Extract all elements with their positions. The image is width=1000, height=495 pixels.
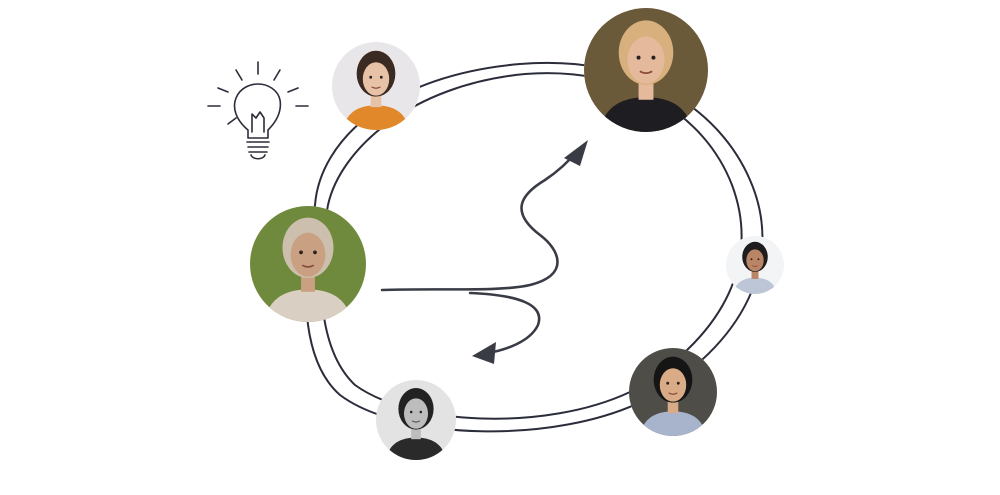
portrait-shirt	[733, 277, 777, 294]
portrait-shirt	[640, 411, 706, 436]
portrait-face	[362, 62, 390, 96]
portrait-face	[627, 36, 665, 84]
portrait-mouth	[371, 86, 381, 89]
portrait-shirt	[264, 289, 352, 322]
portrait-eye-left	[299, 250, 303, 255]
portrait-neck	[667, 399, 679, 414]
portrait-face	[290, 232, 326, 277]
avatar-library-man	[629, 348, 717, 436]
arrow-head-up	[564, 140, 588, 166]
portrait-mouth	[639, 70, 653, 74]
portrait-shirt	[386, 437, 446, 460]
portrait-image	[726, 236, 784, 294]
portrait-eye-right	[419, 410, 423, 414]
portrait-neck	[370, 93, 382, 108]
orbit-ring-inner	[320, 72, 743, 420]
avatar-orange-sweater	[332, 42, 420, 130]
arrow-head-down	[472, 342, 496, 364]
portrait-face	[659, 368, 687, 402]
avatar-blonde-woman	[584, 8, 708, 132]
portrait-eye-right	[651, 55, 656, 60]
lightbulb-icon	[207, 61, 309, 160]
portrait-eye-left	[750, 258, 753, 261]
portrait-face	[746, 249, 764, 272]
portrait-mouth	[301, 264, 315, 268]
portrait-eye-right	[313, 250, 317, 255]
portrait-image	[332, 42, 420, 130]
portrait-shirt	[343, 105, 409, 130]
portrait-face	[404, 398, 428, 429]
arrow-heads	[472, 140, 588, 364]
avatar-glasses-man	[726, 236, 784, 294]
portrait-image	[250, 206, 366, 322]
portrait-neck	[638, 79, 654, 100]
avatar-cap-man	[376, 380, 456, 460]
portrait-shirt	[599, 97, 693, 132]
portrait-neck	[301, 273, 315, 292]
portrait-image	[376, 380, 456, 460]
portrait-mouth	[411, 420, 421, 423]
portrait-eye-left	[636, 55, 641, 60]
portrait-eye-right	[676, 381, 680, 385]
portrait-neck	[411, 426, 421, 440]
avatar-headscarf-woman	[250, 206, 366, 322]
portrait-eye-left	[666, 381, 670, 385]
arrow-up-path	[380, 148, 580, 292]
portrait-image	[584, 8, 708, 132]
portrait-mouth	[751, 265, 759, 267]
flow-arrows	[380, 148, 580, 355]
portrait-eye-right	[757, 258, 760, 261]
portrait-eye-left	[369, 75, 373, 79]
portrait-neck	[751, 269, 759, 279]
portrait-image	[629, 348, 717, 436]
portrait-eye-right	[379, 75, 383, 79]
portrait-eye-left	[409, 410, 413, 414]
portrait-mouth	[668, 392, 678, 395]
arrow-down-path	[468, 291, 541, 355]
